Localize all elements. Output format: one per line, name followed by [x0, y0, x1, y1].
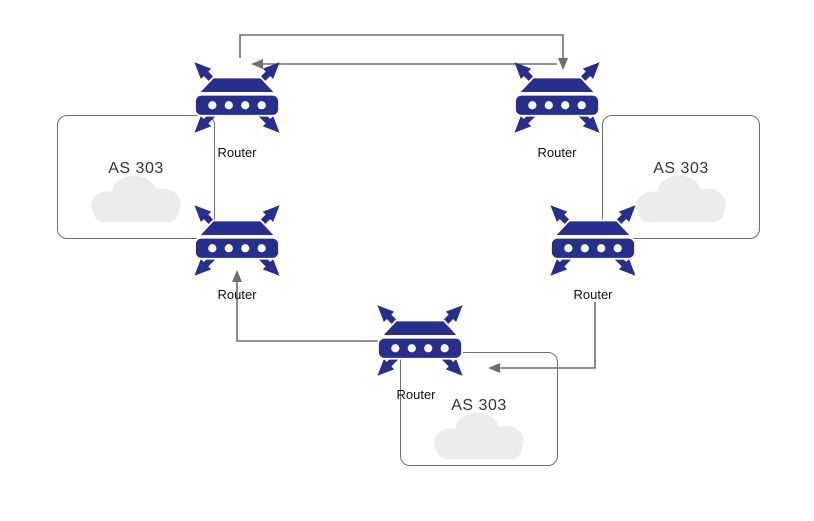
as-label-bottom: AS 303: [451, 397, 507, 414]
as-label-right: AS 303: [653, 160, 709, 177]
as-box-bottom[interactable]: AS 303: [400, 352, 558, 466]
router-icon: [365, 293, 475, 388]
router-label-bottom: Router: [396, 387, 436, 402]
router-node-top-left[interactable]: [182, 50, 292, 145]
cloud-icon: [636, 175, 726, 223]
router-node-bottom[interactable]: [365, 293, 475, 388]
as-label-left: AS 303: [108, 160, 164, 177]
as-box-left[interactable]: AS 303: [57, 115, 215, 239]
router-label-mid-left: Router: [217, 287, 257, 302]
cloud-icon: [434, 412, 524, 460]
router-label-mid-right: Router: [573, 287, 613, 302]
router-icon: [502, 50, 612, 145]
router-node-mid-left[interactable]: [182, 193, 292, 288]
router-icon: [182, 193, 292, 288]
router-node-top-right[interactable]: [502, 50, 612, 145]
router-label-top-right: Router: [537, 145, 577, 160]
router-icon: [538, 193, 648, 288]
router-icon: [182, 50, 292, 145]
router-node-mid-right[interactable]: [538, 193, 648, 288]
router-label-top-left: Router: [217, 145, 257, 160]
cloud-icon: [91, 175, 181, 223]
